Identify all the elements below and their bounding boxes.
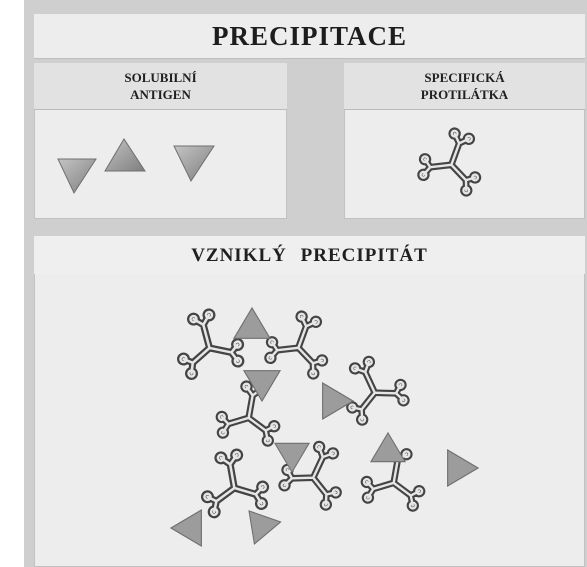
antigen-panel-header: SOLUBILNÍ ANTIGEN bbox=[34, 63, 287, 110]
antigen-triangle-icon bbox=[248, 510, 282, 545]
precipitate-panel: VZNIKLÝ PRECIPITÁT bbox=[34, 236, 585, 567]
page-title: PRECIPITACE bbox=[211, 20, 408, 51]
antibody-panel-header: SPECIFICKÁ PROTILÁTKA bbox=[344, 63, 585, 110]
antigen-triangle-icon bbox=[273, 442, 311, 474]
antigen-panel: SOLUBILNÍ ANTIGEN bbox=[34, 63, 287, 219]
antibody-panel: SPECIFICKÁ PROTILÁTKA bbox=[344, 63, 585, 219]
antigen-triangle-icon bbox=[322, 381, 355, 421]
antigen-triangle-icon bbox=[169, 508, 202, 548]
antigen-triangle-icon bbox=[173, 145, 215, 183]
antigen-triangle-icon bbox=[232, 306, 272, 339]
antibody-label-line1: SPECIFICKÁ bbox=[424, 70, 505, 85]
antigen-triangle-icon bbox=[104, 138, 146, 172]
left-margin-strip bbox=[0, 0, 24, 567]
precipitate-illustration bbox=[169, 306, 480, 548]
antibody-icon bbox=[278, 440, 342, 511]
antibody-icon bbox=[215, 380, 281, 447]
antibody-icon bbox=[346, 355, 410, 426]
precipitate-label: VZNIKLÝ PRECIPITÁT bbox=[191, 244, 428, 266]
antigen-triangle-icon bbox=[57, 158, 97, 195]
antibody-icon bbox=[417, 127, 482, 197]
antigen-triangle-icon bbox=[369, 431, 407, 463]
precipitate-panel-header: VZNIKLÝ PRECIPITÁT bbox=[34, 236, 585, 274]
antigen-label-line2: ANTIGEN bbox=[130, 87, 191, 102]
antigen-illustration bbox=[57, 138, 215, 195]
antibody-illustration bbox=[417, 127, 482, 197]
antigen-triangle-icon bbox=[447, 448, 480, 488]
antibody-label-line2: PROTILÁTKA bbox=[420, 87, 509, 102]
antibody-icon bbox=[201, 448, 270, 519]
antigen-triangle-icon bbox=[242, 370, 282, 403]
title-bar: PRECIPITACE bbox=[34, 14, 585, 59]
antibody-icon bbox=[177, 308, 245, 380]
antibody-icon bbox=[264, 310, 329, 380]
antigen-label-line1: SOLUBILNÍ bbox=[124, 70, 197, 85]
